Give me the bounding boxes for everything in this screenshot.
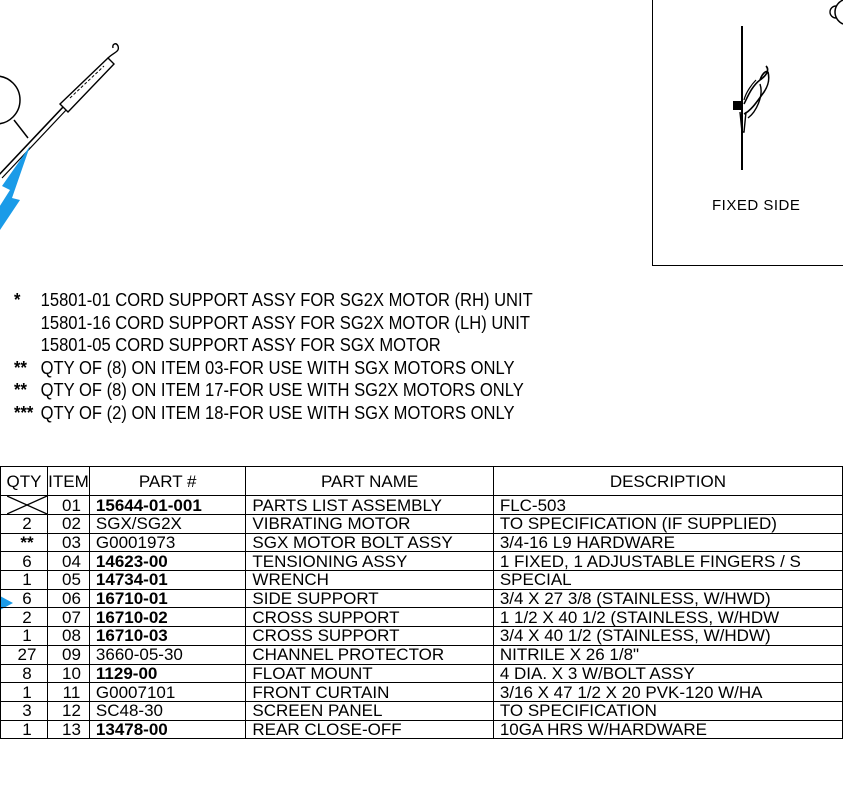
table-row: 1 11 G0007101 FRONT CURTAIN 3/16 X 47 1/…: [0, 682, 843, 702]
balloon-fragment-right: [834, 0, 843, 25]
note-line: *15801-01 CORD SUPPORT ASSY FOR SG2X MOT…: [14, 290, 533, 310]
note-line: 15801-05 CORD SUPPORT ASSY FOR SGX MOTOR: [40, 335, 441, 356]
balloon-fragment: [0, 75, 21, 125]
qty-cell-crossed: [0, 495, 48, 515]
wrench-illustration: [0, 43, 120, 179]
header-qty: QTY: [0, 466, 48, 496]
table-row: 1 13 13478-00 REAR CLOSE-OFF 10GA HRS W/…: [0, 719, 843, 740]
table-row: 1 08 16710-03 CROSS SUPPORT 3/4 X 40 1/2…: [0, 626, 843, 646]
table-row: 01 15644-01-001 PARTS LIST ASSEMBLY FLC-…: [0, 495, 843, 515]
detail-view-frame: [652, 0, 843, 266]
note-line: **QTY OF (8) ON ITEM 03-FOR USE WITH SGX…: [14, 357, 515, 378]
note-line: ***QTY OF (2) ON ITEM 18-FOR USE WITH SG…: [14, 402, 515, 423]
note-line: 15801-16 CORD SUPPORT ASSY FOR SG2X MOTO…: [40, 312, 530, 333]
table-header-row: QTY ITEM PART # PART NAME DESCRIPTION: [0, 466, 843, 496]
notes-block: *15801-01 CORD SUPPORT ASSY FOR SG2X MOT…: [14, 289, 533, 425]
note-line: **QTY OF (8) ON ITEM 17-FOR USE WITH SG2…: [14, 380, 524, 401]
table-row: 2 07 16710-02 CROSS SUPPORT 1 1/2 X 40 1…: [0, 607, 843, 628]
header-part: PART #: [88, 466, 247, 496]
header-item: ITEM: [47, 466, 90, 496]
table-row: 6 04 14623-00 TENSIONING ASSY 1 FIXED, 1…: [0, 551, 843, 572]
header-name: PART NAME: [245, 466, 494, 496]
detail-label: FIXED SIDE: [712, 197, 801, 214]
cross-mark-icon: [7, 496, 47, 514]
table-row: 8 10 1129-00 FLOAT MOUNT 4 DIA. X 3 W/BO…: [0, 663, 843, 684]
callout-arrow: [0, 146, 30, 230]
header-desc: DESCRIPTION: [492, 466, 843, 496]
table-row: 1 05 14734-01 WRENCH SPECIAL: [0, 570, 843, 590]
fixed-side-finger-detail: [733, 26, 770, 170]
table-row: 6 06 16710-01 SIDE SUPPORT 3/4 X 27 3/8 …: [0, 588, 843, 609]
table-row: 27 09 3660-05-30 CHANNEL PROTECTOR NITRI…: [0, 644, 843, 665]
leader-line: [13, 119, 29, 139]
table-row: ** 03 G0001973 SGX MOTOR BOLT ASSY 3/4-1…: [0, 532, 843, 553]
parts-list-table: QTY ITEM PART # PART NAME DESCRIPTION 01…: [0, 466, 843, 740]
table-row: 3 12 SC48-30 SCREEN PANEL TO SPECIFICATI…: [0, 700, 843, 721]
table-row: 2 02 SGX/SG2X VIBRATING MOTOR TO SPECIFI…: [0, 514, 843, 534]
